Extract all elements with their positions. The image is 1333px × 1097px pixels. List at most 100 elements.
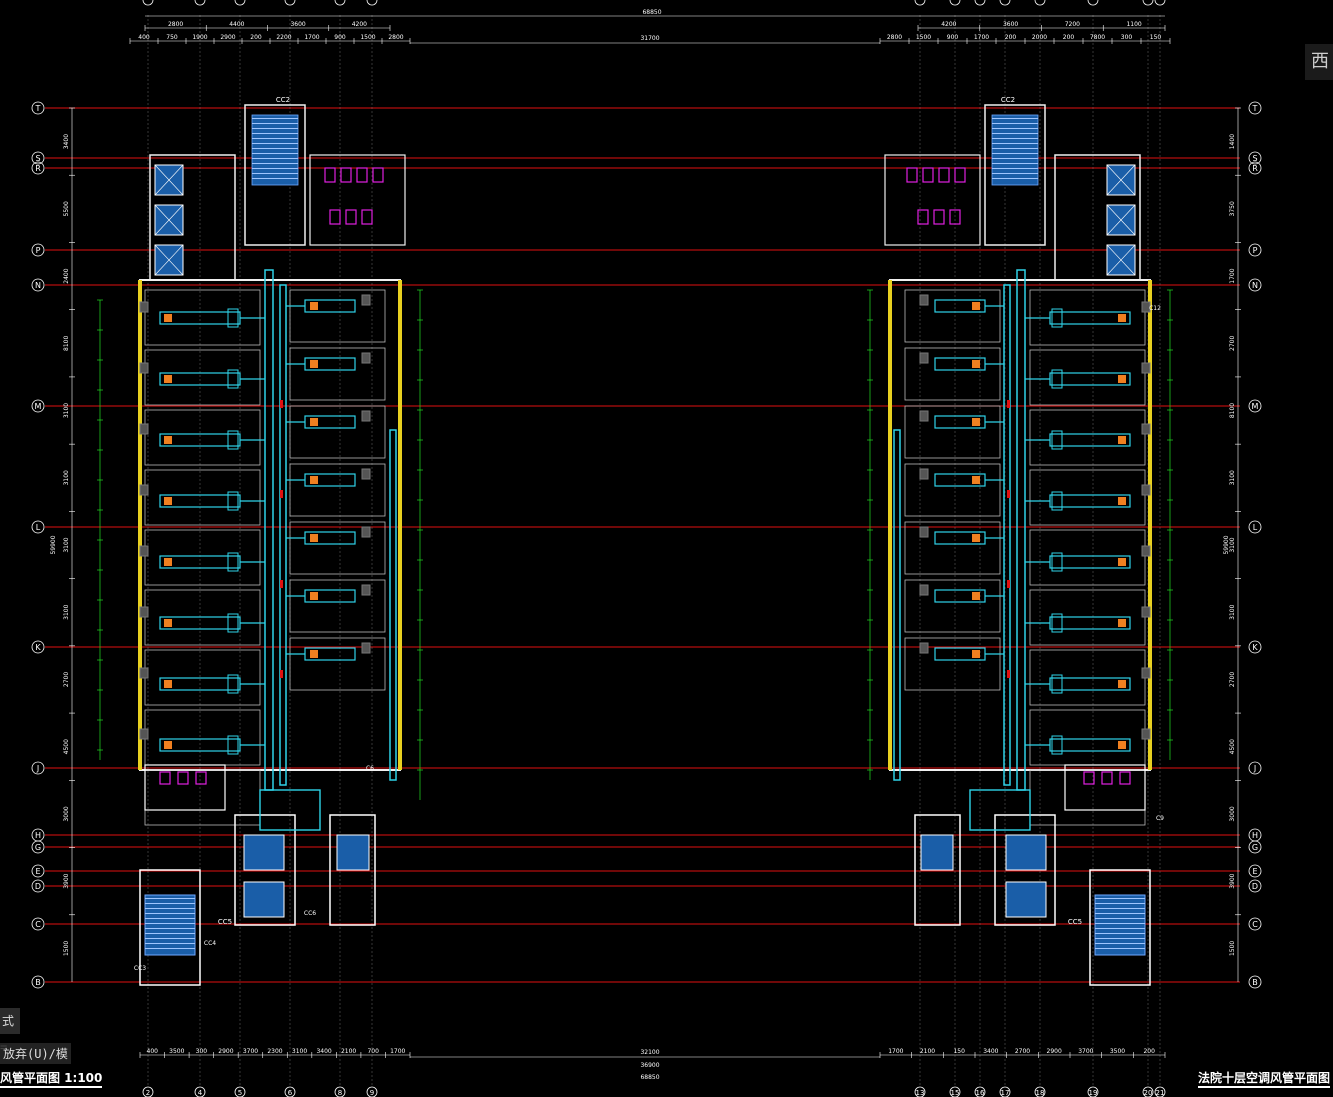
core-tag: CC6	[304, 910, 316, 917]
axis-bubble	[334, 0, 346, 6]
stair-tag: CC2	[1001, 96, 1015, 104]
core-tag: CC4	[204, 940, 216, 947]
dimension-text: 2900	[220, 34, 235, 41]
room-partition	[1029, 529, 1146, 586]
core-wall	[149, 154, 236, 281]
fcu-unit	[310, 476, 318, 484]
dimension-text: 3400	[983, 1048, 998, 1055]
stair-tread	[252, 123, 298, 124]
axis-bubble-label: M	[35, 402, 42, 411]
dimension-text: 3000	[63, 806, 70, 821]
dimension-text: 3000	[1229, 806, 1236, 821]
dimension-text: 900	[334, 34, 346, 41]
floor-plan-right-wing	[884, 104, 1152, 986]
axis-bubble	[1087, 1086, 1099, 1097]
axis-bubble	[1248, 243, 1262, 257]
dimension-text: 1900	[192, 34, 207, 41]
fcu-box	[227, 308, 239, 328]
axis-bubble-label: G	[35, 843, 41, 852]
axis-bubble	[31, 101, 45, 115]
dimension-text: 59900	[50, 535, 57, 554]
room-partition	[289, 347, 386, 401]
column	[1141, 728, 1151, 740]
main-duct	[893, 429, 901, 781]
dimension-text: 3400	[316, 1048, 331, 1055]
axis-bubble	[142, 0, 154, 6]
fcu-unit	[164, 741, 172, 749]
column	[139, 606, 149, 618]
axis-bubble	[1248, 864, 1262, 878]
stair-tread	[992, 158, 1038, 159]
fcu-box	[227, 674, 239, 694]
dimension-text: 1700	[888, 1048, 903, 1055]
axis-bubble	[31, 975, 45, 989]
fixture-icon	[329, 209, 341, 225]
command-chip[interactable]: 式 =	[0, 1008, 20, 1054]
axis-bubble-label: R	[35, 164, 41, 173]
axis-bubble	[194, 1086, 206, 1097]
axis-bubble-label: 8	[338, 1089, 342, 1097]
room-partition	[1029, 469, 1146, 526]
main-duct	[389, 429, 397, 781]
fixture-icon	[372, 167, 384, 183]
column	[1141, 301, 1151, 313]
elevator-box	[1005, 881, 1047, 918]
axis-bubble	[1248, 278, 1262, 292]
command-prompt[interactable]: 放弃(U)/模	[0, 1043, 71, 1064]
stair-fill	[991, 114, 1039, 186]
stair-tread	[992, 138, 1038, 139]
axis-bubble	[1248, 840, 1262, 854]
stair-tread	[145, 948, 195, 949]
stair-tread	[145, 908, 195, 909]
fcu-unit	[310, 650, 318, 658]
stair-tread	[1095, 898, 1145, 899]
dimension-text: 32100	[640, 1049, 659, 1056]
fcu-unit	[1118, 558, 1126, 566]
stair-tread	[1095, 923, 1145, 924]
stair-tread	[252, 133, 298, 134]
axis-bubble	[1248, 879, 1262, 893]
viewcube-compass[interactable]: 西	[1305, 44, 1333, 80]
room-partition	[904, 347, 1001, 401]
damper-marker	[280, 400, 283, 408]
axis-bubble-label: E	[1252, 867, 1257, 876]
dimension-text: 2400	[63, 268, 70, 283]
axis-bubble	[31, 399, 45, 413]
axis-bubble	[31, 640, 45, 654]
drawing-title-left: 风管平面图 1:100	[0, 1069, 103, 1088]
axis-bubble	[31, 761, 45, 775]
stair-tread	[1095, 913, 1145, 914]
stair-tread	[252, 163, 298, 164]
axis-bubble	[974, 1086, 986, 1097]
axis-bubble-label: 2	[146, 1089, 150, 1097]
elevator-shaft	[329, 814, 376, 926]
dimension-text: 400	[138, 34, 150, 41]
elevator-tag: CC5	[1068, 918, 1082, 926]
axis-bubble	[31, 840, 45, 854]
dimension-text: 7200	[1065, 21, 1080, 28]
dimension-text: 59900	[1223, 535, 1230, 554]
axis-bubble-label: 4	[198, 1089, 203, 1097]
elevator-shaft	[914, 814, 961, 926]
column	[361, 526, 371, 538]
room-partition	[904, 405, 1001, 459]
dimension-text: 1500	[1229, 941, 1236, 956]
axis-bubble	[999, 0, 1011, 6]
axis-bubble-label: L	[1253, 523, 1258, 532]
column	[139, 301, 149, 313]
elevator-box	[243, 881, 285, 918]
core-tag: C6	[366, 765, 374, 772]
stair-wall	[984, 104, 1046, 246]
room-partition	[144, 349, 261, 406]
room-partition	[1029, 709, 1146, 766]
dimension-text: 3100	[63, 470, 70, 485]
fcu-box	[227, 491, 239, 511]
stair-tread	[992, 153, 1038, 154]
axis-bubble	[1248, 917, 1262, 931]
axis-bubble	[949, 1086, 961, 1097]
dimension-text: 2900	[1047, 1048, 1062, 1055]
fixture-icon	[938, 167, 950, 183]
axis-bubble	[31, 520, 45, 534]
axis-bubble-label: 16	[976, 1089, 985, 1097]
